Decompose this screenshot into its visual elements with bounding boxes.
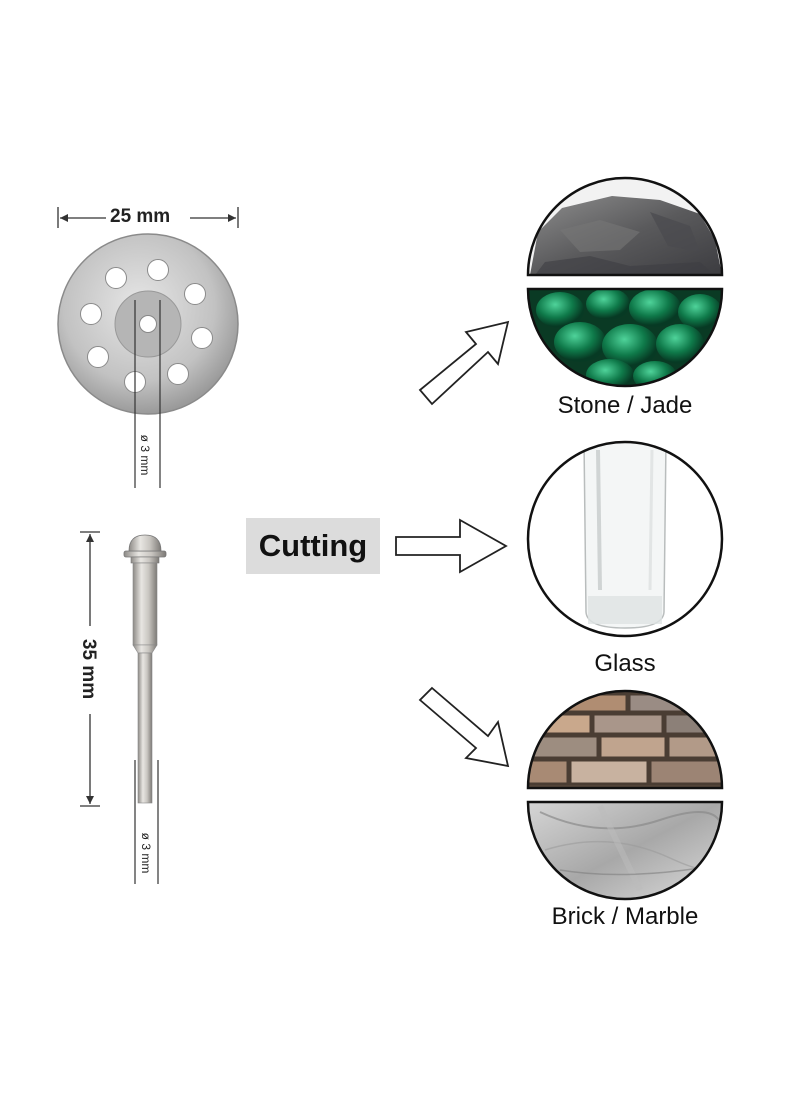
arrow-up-right-icon	[418, 320, 510, 406]
mandrel-shaft	[123, 534, 167, 804]
mandrel-length-label: 35 mm	[78, 638, 99, 700]
marble-image	[526, 800, 724, 901]
cutting-label: Cutting	[246, 518, 380, 574]
stone-image	[526, 176, 724, 277]
diamond-cutting-disc	[57, 233, 239, 415]
disc-hole-dimension	[134, 300, 161, 488]
mandrel-length-dimension	[80, 531, 100, 807]
disc-width-label: 25 mm	[110, 206, 171, 227]
disc-width-dimension	[57, 207, 239, 228]
glass-image	[526, 440, 724, 638]
arrow-right-icon	[395, 518, 508, 574]
disc-hole-label: ø 3 mm	[138, 434, 152, 476]
jade-image	[526, 287, 724, 388]
material-label-glass: Glass	[594, 650, 656, 677]
brick-image	[526, 689, 724, 790]
material-label-stone-jade: Stone / Jade	[557, 392, 693, 419]
mandrel-shaft-dimension	[134, 760, 159, 884]
material-label-brick-marble: Brick / Marble	[551, 903, 699, 930]
mandrel-shaft-label: ø 3 mm	[139, 832, 153, 874]
arrow-down-right-icon	[418, 686, 510, 768]
